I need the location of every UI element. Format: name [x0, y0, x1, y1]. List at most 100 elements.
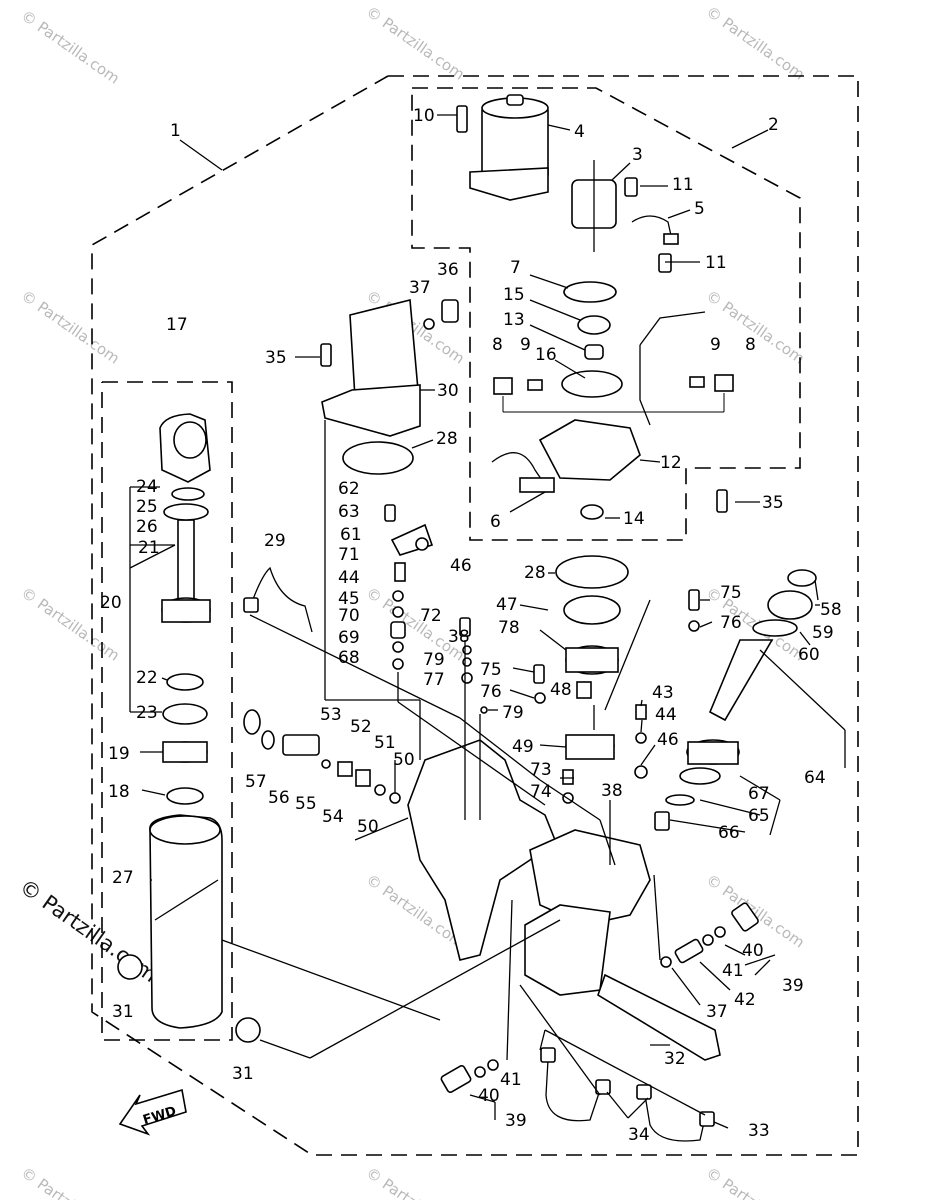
part-label-39: 39: [505, 1111, 527, 1131]
spring: [689, 376, 705, 388]
pin: [597, 973, 721, 1061]
pipe-fitting: [636, 1084, 652, 1100]
part-label-29: 29: [264, 531, 286, 551]
part-label-40: 40: [742, 941, 764, 961]
part-label-1: 1: [170, 121, 181, 141]
spring: [576, 681, 592, 699]
part-label-70: 70: [338, 606, 360, 626]
spring: [394, 562, 406, 582]
part-label-55: 55: [295, 794, 317, 814]
brush-lead: [631, 215, 673, 241]
part-label-9: 9: [520, 335, 531, 355]
watermark: © Partzilla.com: [363, 3, 468, 84]
leader: [161, 677, 168, 681]
spacer: [235, 1017, 261, 1043]
part-label-75: 75: [480, 660, 502, 680]
o-ring: [561, 370, 623, 398]
o-ring: [162, 703, 208, 725]
o-ring: [423, 318, 435, 330]
o-ring: [474, 1066, 486, 1078]
outline-assembly-17: [101, 381, 233, 1041]
leader: [699, 621, 713, 628]
spring: [527, 379, 543, 391]
leader: [627, 1097, 649, 1119]
plug: [440, 1065, 472, 1093]
o-ring: [261, 730, 275, 750]
ball: [480, 706, 488, 714]
screw: [716, 489, 728, 513]
leader: [221, 939, 441, 1021]
part-label-32: 32: [664, 1049, 686, 1069]
o-ring: [166, 787, 204, 805]
leader: [554, 359, 586, 379]
gasket: [342, 441, 414, 475]
part-label-18: 18: [108, 782, 130, 802]
leader: [512, 667, 535, 673]
seal: [392, 606, 404, 618]
pipe-fitting: [540, 1047, 556, 1063]
part-label-25: 25: [136, 497, 158, 517]
watermark: © Partzilla.com: [363, 1164, 468, 1200]
part-label-31: 31: [112, 1002, 134, 1022]
leader: [699, 799, 761, 816]
leader: [671, 967, 701, 1006]
part-label-13: 13: [503, 310, 525, 330]
part-label-79: 79: [502, 703, 524, 723]
ball: [635, 732, 647, 744]
brush-plate: [563, 281, 617, 303]
leader: [259, 1039, 311, 1059]
part-label-62: 62: [338, 479, 360, 499]
part-label-36: 36: [437, 260, 459, 280]
part-label-45: 45: [338, 589, 360, 609]
watermark: © Partzilla.com: [703, 871, 808, 952]
part-label-49: 49: [512, 737, 534, 757]
leader: [799, 631, 811, 646]
part-label-33: 33: [748, 1121, 770, 1141]
part-label-6: 6: [490, 512, 501, 532]
part-label-50: 50: [393, 750, 415, 770]
part-label-67: 67: [748, 784, 770, 804]
part-label-14: 14: [623, 509, 645, 529]
ball: [461, 672, 473, 684]
leader: [606, 1091, 629, 1119]
part-label-76: 76: [720, 613, 742, 633]
part-label-8: 8: [745, 335, 756, 355]
outline-assembly-2: [411, 87, 801, 541]
part-label-37: 37: [706, 1002, 728, 1022]
valve: [390, 621, 406, 639]
pipe: [545, 1059, 601, 1122]
forward-arrow-badge: FWD: [118, 1088, 187, 1136]
leader: [509, 491, 546, 513]
part-label-77: 77: [423, 670, 445, 690]
cap-ring: [787, 569, 817, 587]
o-ring: [374, 784, 386, 796]
part-label-35: 35: [265, 348, 287, 368]
piston-body: [687, 741, 739, 765]
leader: [529, 324, 586, 351]
part-label-9: 9: [710, 335, 721, 355]
screw: [320, 343, 332, 367]
piston-rod: [177, 519, 195, 606]
gland-body: [162, 741, 208, 763]
tilt-cylinder: [149, 814, 223, 1029]
nut: [415, 537, 429, 551]
part-label-22: 22: [136, 668, 158, 688]
seal: [163, 503, 209, 521]
o-ring: [166, 673, 204, 691]
seal: [171, 487, 205, 501]
valve-block-lower: [524, 904, 611, 996]
leader: [653, 874, 661, 961]
reservoir-flange: [321, 384, 421, 437]
leader: [397, 701, 546, 806]
cylinder-cap: [767, 590, 813, 620]
leader: [249, 614, 461, 719]
leader: [129, 544, 176, 569]
motor-yoke-nub: [506, 94, 524, 106]
leader: [539, 1029, 546, 1051]
part-label-53: 53: [320, 705, 342, 725]
seal: [679, 767, 721, 785]
o-ring: [389, 792, 401, 804]
seal-ring: [563, 595, 621, 625]
seal-ring-body: [565, 647, 619, 673]
part-label-71: 71: [338, 545, 360, 565]
